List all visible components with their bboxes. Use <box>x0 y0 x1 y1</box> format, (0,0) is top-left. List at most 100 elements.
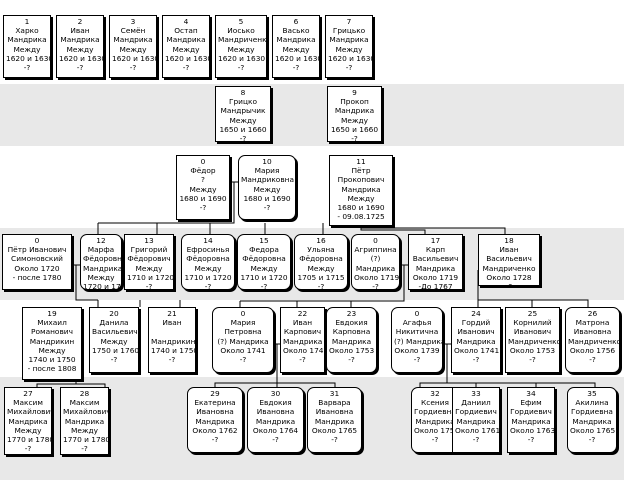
person-line: -? <box>81 444 88 454</box>
person-number: 21 <box>167 309 177 318</box>
person-line: Варвара <box>318 398 351 408</box>
person-line: Гордиевна <box>414 407 456 417</box>
person-line: Между <box>227 44 255 54</box>
person-line: Карп <box>425 245 446 255</box>
person-line: Мария <box>230 318 256 328</box>
person-card-p12[interactable]: 12МарфаФёдоровнаМандрикаМежду1720 и 1730… <box>80 234 122 290</box>
person-number: 0 <box>414 309 420 318</box>
person-line: -? <box>431 435 439 445</box>
person-line: Между <box>38 345 66 355</box>
person-line: -? <box>588 435 596 445</box>
person-line: Васько <box>282 26 310 36</box>
person-line: Грицко <box>228 97 258 107</box>
person-line: -? <box>348 355 355 365</box>
person-line: Михаил <box>37 318 67 328</box>
person-line: -? <box>292 63 300 73</box>
person-number: 20 <box>109 309 119 318</box>
person-line: - после 1808 <box>27 364 77 374</box>
person-line: Гордий <box>461 318 491 328</box>
person-line: Между <box>66 44 94 54</box>
person-line: Между <box>250 263 278 273</box>
person-line: Даниил <box>461 398 491 408</box>
person-line: Иван <box>499 245 519 255</box>
person-line: Симоновский <box>11 254 63 264</box>
person-number: 18 <box>504 236 514 245</box>
person-line: - после 1780 <box>12 272 62 282</box>
person-line: 1680 и 1690 <box>179 193 227 203</box>
person-line: Мандрика <box>334 106 375 116</box>
person-line: -? <box>472 435 480 445</box>
person-line: Мандрика <box>113 35 153 45</box>
person-line: Мандрычик <box>220 106 266 116</box>
person-number: 12 <box>96 236 106 245</box>
person-line: Мандрика <box>276 35 316 45</box>
person-number: 19 <box>47 309 57 318</box>
person-line: Евдокия <box>335 318 368 328</box>
person-line: -? <box>317 282 325 290</box>
person-line: Около 1758 <box>414 425 459 435</box>
person-line: Васильевич <box>92 327 138 337</box>
person-number: 5 <box>238 17 244 26</box>
person-line: Мандрика <box>415 263 456 273</box>
person-number: 9 <box>352 88 357 97</box>
person-line: Данила <box>99 318 129 328</box>
person-line: Мандрика <box>8 416 48 426</box>
person-line: Около 1739 <box>394 345 440 355</box>
person-line: Между <box>340 115 369 125</box>
person-line: Мандрика <box>355 263 396 273</box>
person-line: -? <box>211 435 219 445</box>
person-number: 35 <box>587 389 597 398</box>
person-number: 10 <box>262 157 272 166</box>
person-line: 1740 и 1750 <box>151 345 196 355</box>
person-line: 1710 и 1720 <box>127 272 174 282</box>
person-line: -? <box>331 435 338 445</box>
person-number: 33 <box>471 389 481 398</box>
person-line: Фёдоровна <box>299 254 343 264</box>
person-line: Мандрика <box>341 184 381 194</box>
person-number: 34 <box>526 389 536 398</box>
person-line: Иванович <box>513 327 552 337</box>
person-line: Гордиевич <box>455 407 497 417</box>
person-number: 17 <box>430 236 441 245</box>
person-line: Между <box>347 193 375 203</box>
